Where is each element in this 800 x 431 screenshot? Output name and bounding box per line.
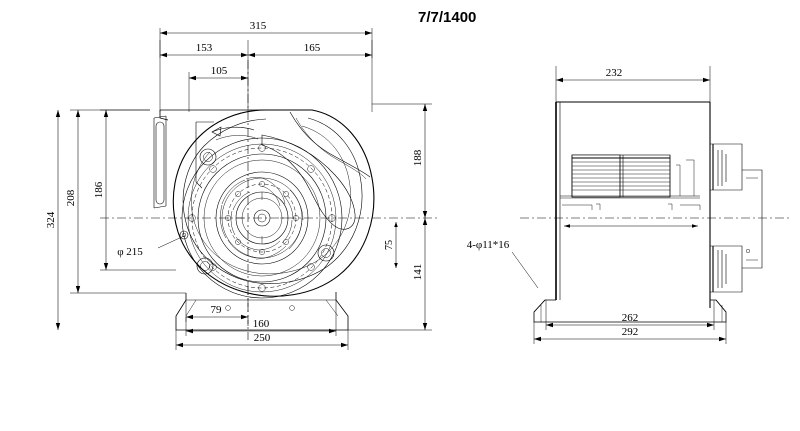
callout-mounting-slots-label: 4-φ11*16 (467, 239, 510, 251)
dim-160-label: 160 (253, 318, 270, 330)
scroll-housing-inner (182, 117, 363, 284)
hub-pitch-circle (227, 183, 297, 253)
dim-188: 188 (372, 103, 432, 218)
side-inner-dim-arrow-right (692, 224, 698, 228)
dim-262: 262 (545, 300, 715, 330)
dim-165-label: 165 (304, 42, 321, 54)
impeller-blade-pack (571, 154, 671, 198)
dim-165: 165 (248, 40, 373, 58)
callout-inlet-bore-label: φ 215 (117, 246, 143, 258)
dim-105-label: 105 (211, 65, 228, 77)
dim-160: 160 (185, 300, 337, 336)
scroll-housing-outer (172, 109, 375, 297)
motor-mount-bosses (196, 148, 335, 275)
impeller-ring-2 (203, 159, 321, 277)
dim-250: 250 (175, 330, 349, 350)
outlet-left-return (159, 110, 169, 121)
outlet-slot (155, 121, 165, 205)
shaft-bore (257, 213, 267, 223)
dim-324-label: 324 (45, 211, 57, 228)
dim-79-label: 79 (211, 304, 223, 316)
impeller-blade-outer (215, 171, 309, 265)
side-detail-left-step (562, 204, 593, 210)
dim-292-label: 292 (622, 326, 639, 338)
side-base-chamfer-right (715, 299, 727, 313)
scroll-housing-inner2 (191, 125, 351, 275)
dim-232-label: 232 (606, 67, 623, 79)
scroll-inlet-passage (261, 134, 356, 230)
dim-262-label: 262 (622, 312, 639, 324)
dim-141-label: 141 (412, 264, 424, 281)
dim-315: 315 (159, 20, 373, 112)
hub-spokes (236, 192, 288, 244)
backplate-ring-2 (187, 143, 337, 293)
motor-bearing-assembly (710, 143, 763, 293)
dim-79: 79 (185, 300, 248, 322)
dim-292: 292 (533, 322, 727, 344)
side-inner-bracket (676, 164, 681, 196)
base-hole-right (289, 305, 295, 311)
dim-324: 324 (45, 110, 61, 330)
side-inner-bracket2 (686, 159, 695, 196)
dim-153-label: 153 (196, 42, 213, 54)
hub-bolt-holes (225, 181, 299, 255)
outlet-left-cap (153, 115, 167, 119)
scroll-cutoff-tongue2 (295, 117, 367, 180)
backplate-outer-circle (181, 137, 343, 299)
side-detail-right-step (680, 204, 701, 210)
rotation-arrow-icon (211, 126, 259, 141)
side-detail-right-step2 (668, 203, 673, 210)
dim-186-label: 186 (93, 181, 105, 198)
impeller-blades (220, 177, 304, 260)
side-base-chamfer-left (533, 299, 546, 313)
left-bracket (195, 122, 203, 189)
callout-mounting-slots: 4-φ11*16 (467, 239, 539, 289)
callout-inlet-bore: φ 215 (117, 235, 185, 258)
inlet-bore-marker-dot (181, 232, 187, 238)
bolt-holes (188, 144, 336, 292)
dim-75-label: 75 (384, 240, 395, 250)
dim-250-label: 250 (254, 332, 271, 344)
dim-186: 186 (93, 109, 176, 271)
outlet-left-bottom-cap (153, 205, 167, 209)
dim-105: 105 (188, 65, 248, 112)
dim-153: 153 (159, 40, 249, 112)
side-view-group: 4-φ11*16 232 (467, 66, 790, 344)
scroll-cutoff-tongue (289, 111, 371, 178)
impeller-outer-circle (197, 153, 327, 283)
shaft-circle (253, 209, 271, 227)
dim-141: 141 (348, 218, 432, 331)
dim-208: 208 (65, 109, 186, 294)
base-foot-outline (175, 292, 349, 331)
side-inner-dim-arrow-left (564, 224, 570, 228)
drawing-title: 7/7/1400 (418, 9, 476, 26)
bolt-pitch-circle (191, 147, 333, 289)
inlet-bore-marker (179, 230, 189, 240)
dim-208-label: 208 (65, 189, 77, 206)
dim-232: 232 (555, 66, 711, 104)
front-view-group: 315 153 165 (45, 20, 440, 350)
dim-75: 75 (384, 222, 398, 268)
base-hole-left (225, 305, 231, 311)
base-gusset-left (185, 299, 197, 317)
dim-315-label: 315 (250, 20, 267, 32)
side-detail-left-step2 (596, 203, 601, 210)
dim-188-label: 188 (412, 149, 424, 166)
